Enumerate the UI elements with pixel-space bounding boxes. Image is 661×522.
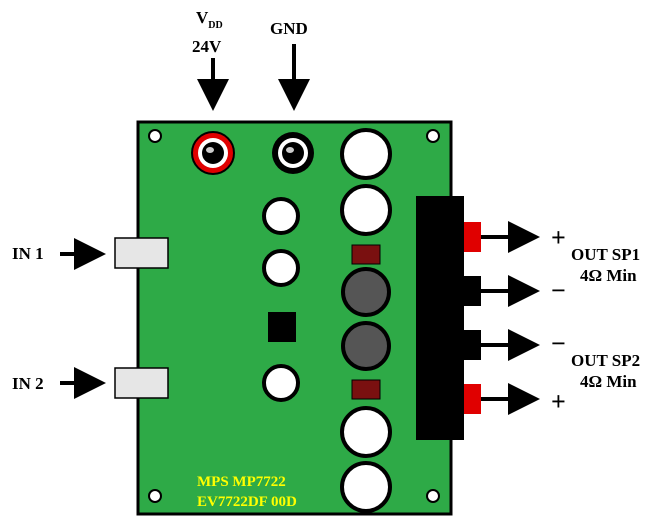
gnd-terminal: [272, 132, 314, 174]
out-sp2-min-label: 4Ω Min: [580, 372, 637, 391]
ic-chip: [268, 312, 296, 342]
out-sp1-min-label: 4Ω Min: [580, 266, 637, 285]
out-sp1-label: OUT SP1: [571, 245, 640, 264]
in1-label: IN 1: [12, 244, 44, 263]
mounting-hole-top-left: [148, 129, 162, 143]
minus-sign-bottom: −: [551, 329, 566, 358]
capacitor-large-1: [340, 128, 392, 180]
input-jack-2: [114, 367, 169, 399]
board-text-line1: MPS MP7722: [197, 474, 286, 490]
mounting-hole-top-right: [426, 129, 440, 143]
resistor-2: [351, 379, 381, 400]
inductor-1: [341, 267, 391, 317]
vdd-label: VDD: [196, 8, 223, 31]
in2-label: IN 2: [12, 374, 44, 393]
plus-sign-bottom: +: [551, 387, 566, 416]
mounting-hole-bottom-right: [426, 489, 440, 503]
resistor-1: [351, 244, 381, 265]
capacitor-large-3: [340, 406, 392, 458]
input-jack-1: [114, 237, 169, 269]
board-text-line2: EV7722DF 00D: [197, 494, 297, 510]
mounting-hole-bottom-left: [148, 489, 162, 503]
output-terminal-block: [416, 196, 481, 440]
out-sp2-label: OUT SP2: [571, 351, 640, 370]
capacitor-small-1: [262, 197, 300, 235]
vdd-voltage-label: 24V: [192, 37, 222, 56]
capacitor-small-2: [262, 249, 300, 287]
capacitor-small-3: [262, 364, 300, 402]
capacitor-large-2: [340, 184, 392, 236]
minus-sign-top: −: [551, 276, 566, 305]
capacitor-large-4: [340, 461, 392, 513]
plus-sign-top: +: [551, 223, 566, 252]
vdd-terminal: [191, 131, 235, 175]
inductor-2: [341, 321, 391, 371]
gnd-label: GND: [270, 19, 308, 38]
